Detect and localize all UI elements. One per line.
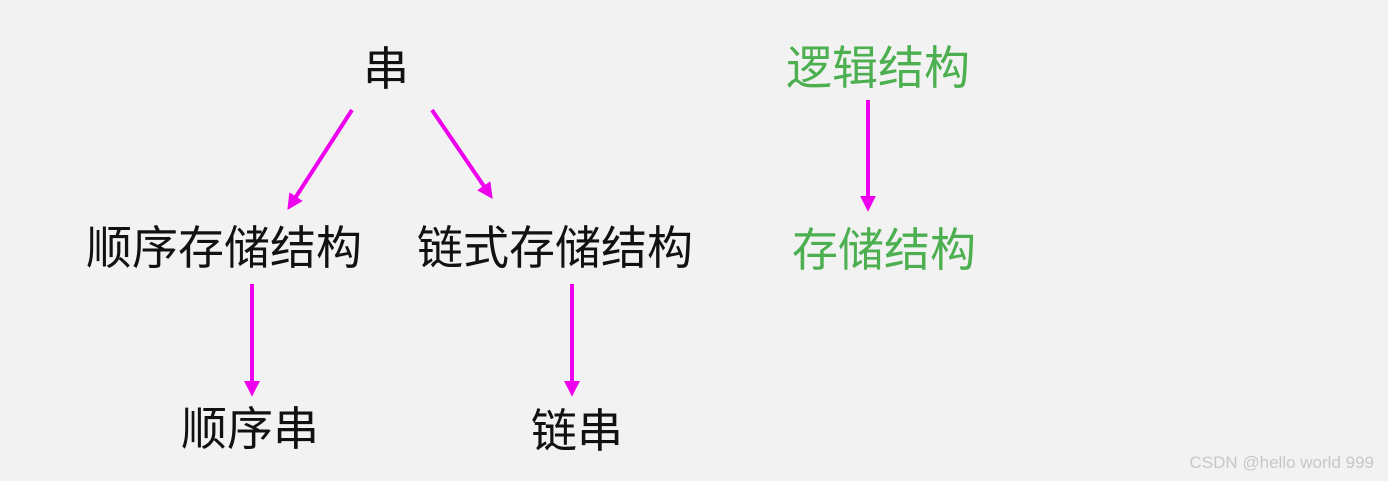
arrow-root-to-linked (430, 108, 493, 199)
watermark: CSDN @hello world 999 (1189, 453, 1374, 472)
sequential-storage-node: 顺序存储结构 (86, 221, 362, 275)
root-node-string: 串 (363, 42, 409, 96)
linked-string-node: 链串 (531, 404, 623, 458)
linked-storage-node: 链式存储结构 (417, 221, 693, 275)
arrow-root-to-sequential (287, 108, 354, 211)
logical-structure-node: 逻辑结构 (786, 41, 970, 95)
storage-structure-node: 存储结构 (792, 223, 976, 277)
sequential-string-node: 顺序串 (181, 402, 319, 456)
